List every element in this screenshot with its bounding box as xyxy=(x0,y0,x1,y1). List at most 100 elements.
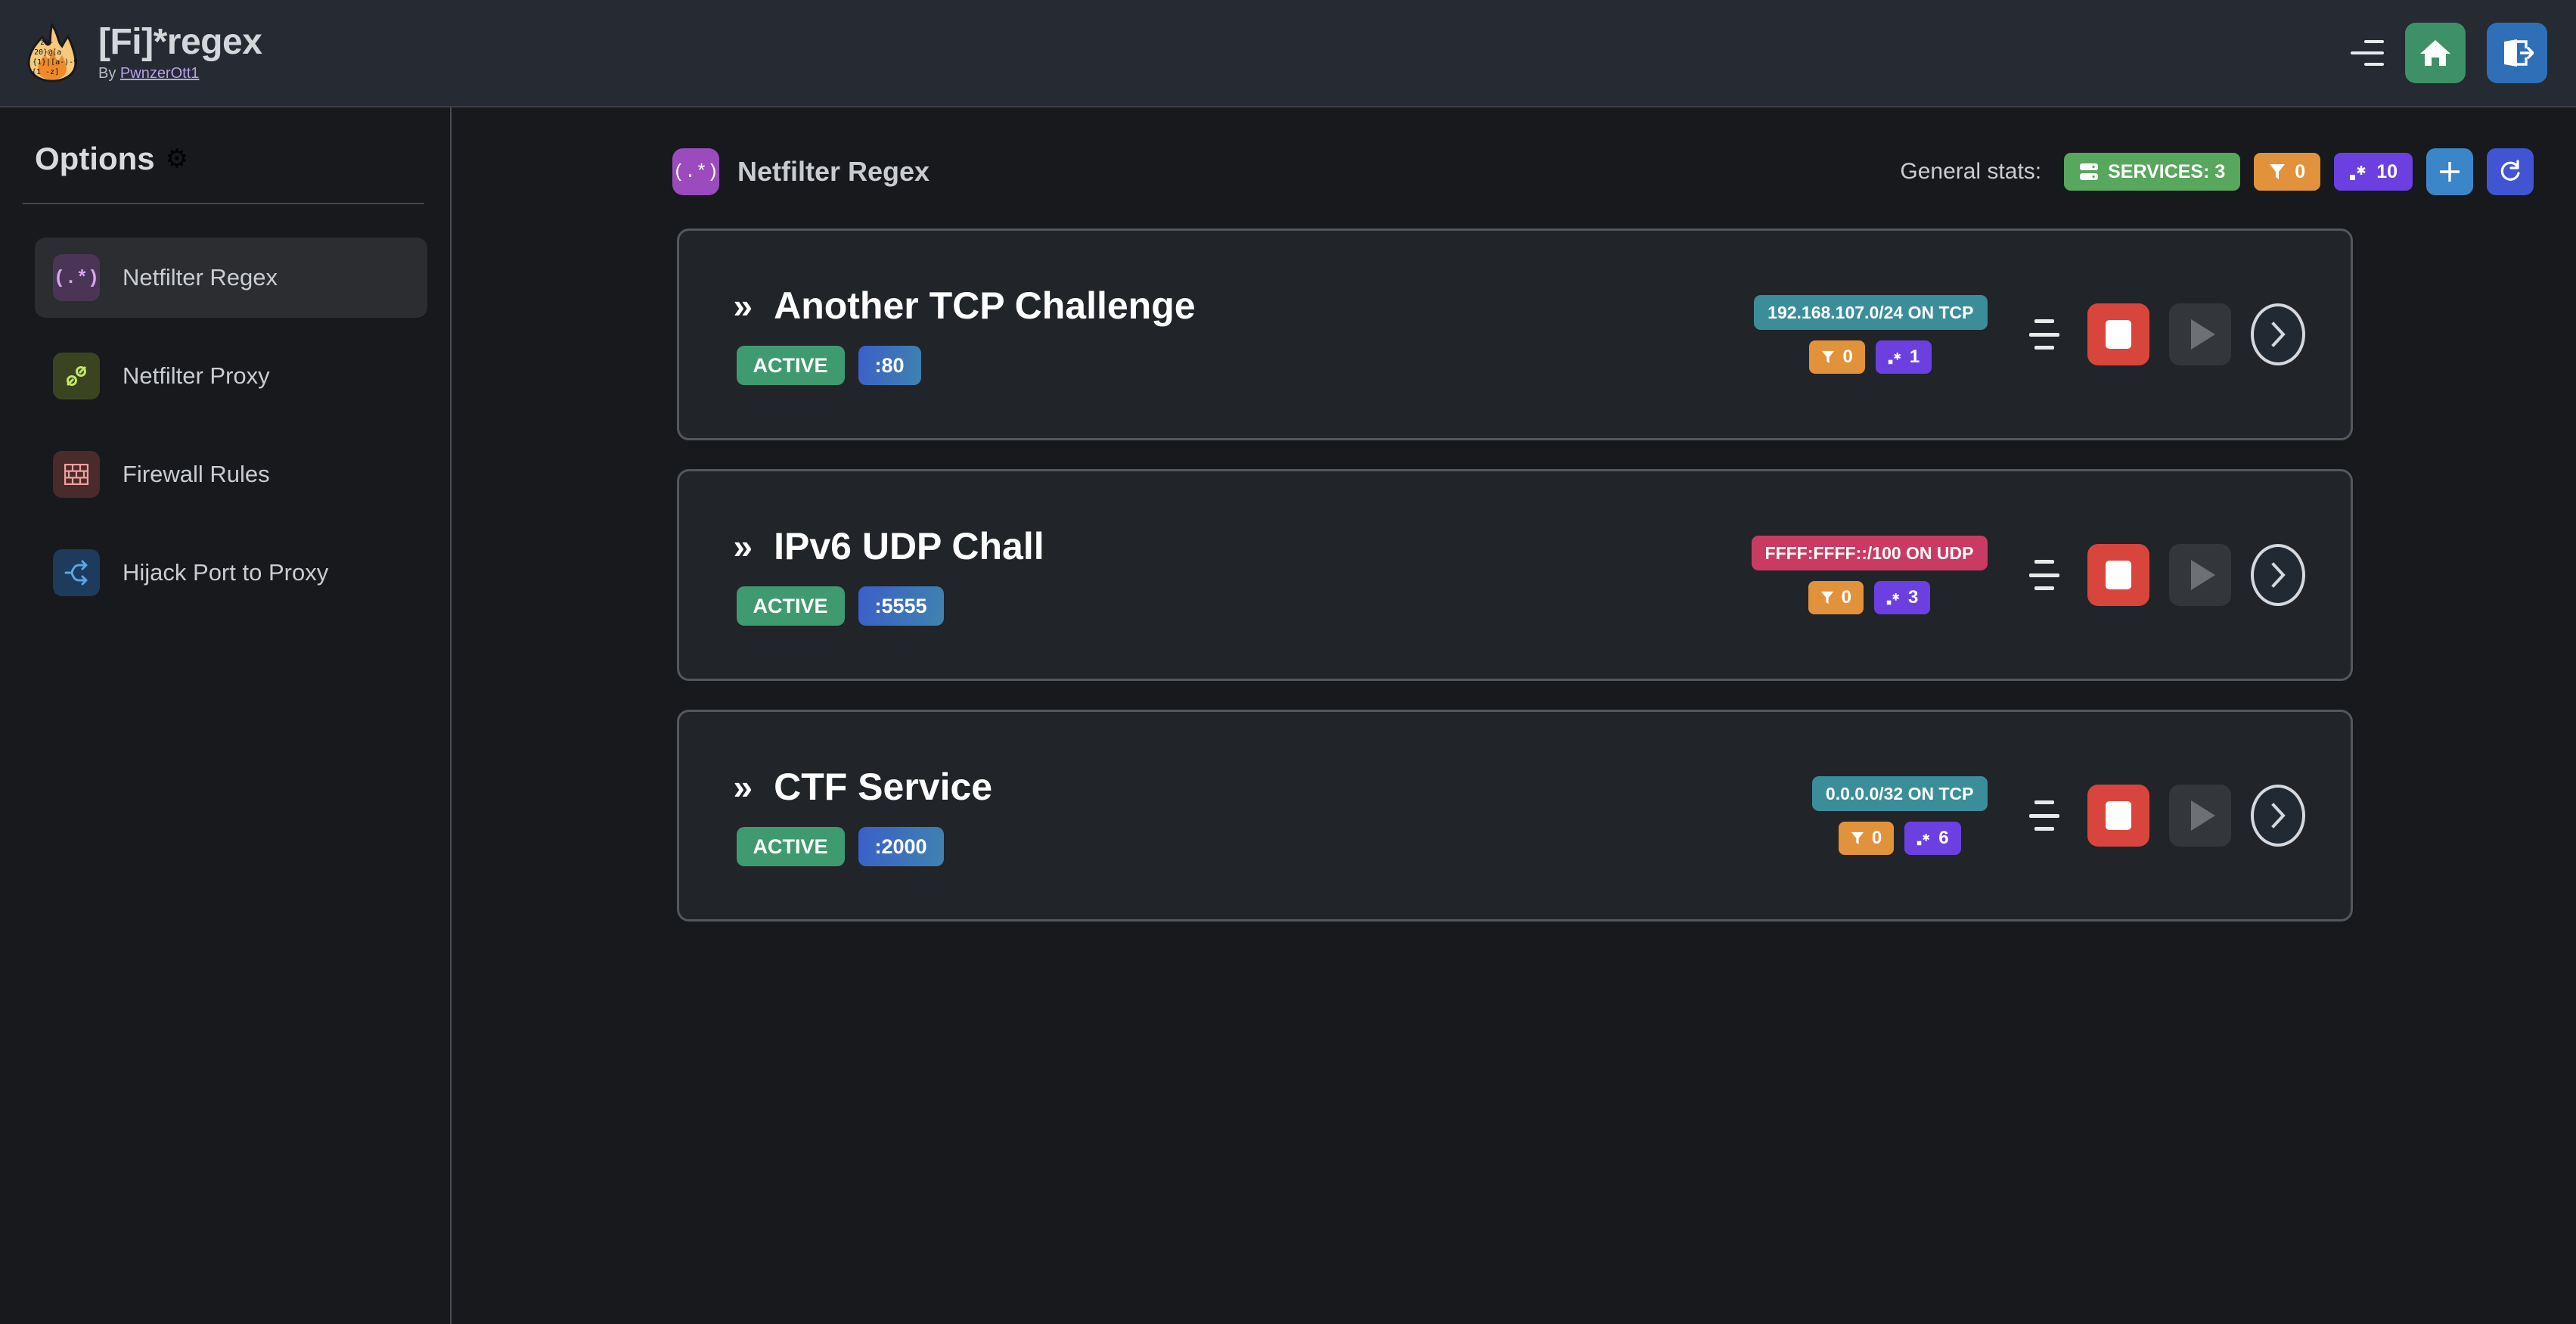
stop-icon xyxy=(2105,801,2131,830)
stop-button[interactable] xyxy=(2087,544,2149,606)
svg-text:20}@[a: 20}@[a xyxy=(34,48,61,57)
author-link[interactable]: PwnzerOtt1 xyxy=(119,64,200,82)
filter-count: 0 xyxy=(1842,347,1853,367)
app-author: By PwnzerOtt1 xyxy=(98,65,262,82)
status-badge: ACTIVE xyxy=(736,827,845,866)
service-title: » CTF Service xyxy=(734,765,993,809)
stop-icon xyxy=(2105,561,2131,589)
filter-count: 0 xyxy=(1871,828,1882,848)
logout-icon xyxy=(2504,39,2534,67)
top-bar: -z0- 20}@[a {1}|[a-)-9] {1 -z] [Fi]*rege… xyxy=(0,0,2576,107)
service-badges: ACTIVE :80 xyxy=(734,346,1196,385)
details-button[interactable] xyxy=(2250,303,2305,365)
service-list: » Another TCP Challenge ACTIVE :80 192.1… xyxy=(453,204,2576,922)
play-icon xyxy=(2190,560,2215,590)
sidebar-item-label: Hijack Port to Proxy xyxy=(123,559,329,586)
service-info: » Another TCP Challenge ACTIVE :80 xyxy=(734,284,1196,385)
filter-count: 0 xyxy=(1841,587,1851,608)
logout-button[interactable] xyxy=(2487,23,2547,83)
play-icon xyxy=(2190,800,2215,831)
filter-count-badge: 0 xyxy=(1809,340,1865,374)
sidebar-item-hijack-port-to-proxy[interactable]: Hijack Port to Proxy xyxy=(35,533,427,613)
service-controls: 192.168.107.0/24 ON TCP 0 1 xyxy=(1754,295,2305,374)
service-network-info: FFFF:FFFF::/100 ON UDP 0 3 xyxy=(1751,536,1988,614)
filter-icon xyxy=(1820,591,1833,605)
filter-icon xyxy=(2270,164,2286,179)
port-badge: :80 xyxy=(858,346,921,385)
play-button[interactable] xyxy=(2168,303,2231,365)
by-prefix: By xyxy=(98,64,120,82)
double-chevron-icon: » xyxy=(733,767,753,807)
stop-button[interactable] xyxy=(2087,303,2149,365)
proxy-icon xyxy=(53,353,100,399)
brand: -z0- 20}@[a {1}|[a-)-9] {1 -z] [Fi]*rege… xyxy=(0,22,262,82)
stop-button[interactable] xyxy=(2087,785,2149,847)
filter-count-badge: 0 xyxy=(1808,581,1864,614)
sidebar-item-netfilter-regex[interactable]: (.*) Netfilter Regex xyxy=(35,238,427,318)
network-badge: FFFF:FFFF::/100 ON UDP xyxy=(1751,536,1988,570)
details-button[interactable] xyxy=(2250,544,2305,606)
chevron-right-icon xyxy=(2270,803,2286,828)
double-chevron-icon: » xyxy=(733,527,753,566)
refresh-button[interactable] xyxy=(2487,148,2534,195)
hamburger-icon[interactable] xyxy=(2351,40,2384,66)
app-title: [Fi]*regex xyxy=(98,22,262,63)
service-name: CTF Service xyxy=(774,766,993,808)
service-counters: 0 3 xyxy=(1808,581,1931,614)
home-button[interactable] xyxy=(2405,23,2466,83)
service-counters: 0 1 xyxy=(1809,340,1932,374)
regex-icon xyxy=(1886,592,1900,605)
stat-filters-label: 0 xyxy=(2295,160,2306,182)
service-network-info: 0.0.0.0/32 ON TCP 0 6 xyxy=(1811,776,1988,855)
sidebar-item-firewall-rules[interactable]: Firewall Rules xyxy=(35,434,427,514)
sort-icon[interactable] xyxy=(2027,560,2062,590)
play-button[interactable] xyxy=(2168,544,2231,606)
service-counters: 0 6 xyxy=(1838,822,1961,855)
regex-count-badge: 1 xyxy=(1875,340,1932,374)
filter-icon xyxy=(1822,350,1835,364)
sort-icon[interactable] xyxy=(2027,800,2062,831)
regex-icon xyxy=(1888,352,1901,364)
port-badge: :2000 xyxy=(858,827,944,866)
sidebar-divider xyxy=(23,203,424,204)
service-badges: ACTIVE :2000 xyxy=(734,827,993,866)
sidebar-item-label: Firewall Rules xyxy=(123,461,270,487)
page-regex-icon: (.*) xyxy=(672,148,719,195)
content-header: (.*) Netfilter Regex General stats: SERV… xyxy=(453,107,2576,204)
stat-regexes-label: 10 xyxy=(2376,160,2398,182)
service-info: » IPv6 UDP Chall ACTIVE :5555 xyxy=(734,524,1044,626)
plus-icon xyxy=(2440,162,2460,182)
service-card[interactable]: » IPv6 UDP Chall ACTIVE :5555 FFFF:FFFF:… xyxy=(676,469,2353,681)
sort-icon[interactable] xyxy=(2027,319,2062,350)
general-stats: General stats: SERVICES: 3 0 xyxy=(1900,148,2534,195)
flame-icon: -z0- 20}@[a {1}|[a-)-9] {1 -z] xyxy=(27,22,82,82)
service-card[interactable]: » CTF Service ACTIVE :2000 0.0.0.0/32 ON… xyxy=(676,710,2353,922)
stat-services-label: SERVICES: 3 xyxy=(2108,160,2226,182)
svg-text:{1}|[a-)-9]: {1}|[a-)-9] xyxy=(33,58,77,67)
service-card[interactable]: » Another TCP Challenge ACTIVE :80 192.1… xyxy=(676,228,2353,440)
regex-count: 1 xyxy=(1909,347,1920,367)
status-badge: ACTIVE xyxy=(736,346,845,385)
sidebar-header: Options ⚙ xyxy=(0,141,450,177)
service-badges: ACTIVE :5555 xyxy=(734,586,1044,626)
gear-icon: ⚙ xyxy=(165,145,189,173)
details-button[interactable] xyxy=(2250,785,2305,847)
regex-count-badge: 6 xyxy=(1904,822,1961,855)
svg-text:{1 -z]: {1 -z] xyxy=(32,68,59,76)
server-icon xyxy=(2080,163,2099,180)
play-icon xyxy=(2190,319,2215,350)
network-badge: 192.168.107.0/24 ON TCP xyxy=(1754,295,1988,330)
service-name: Another TCP Challenge xyxy=(774,284,1196,327)
add-service-button[interactable] xyxy=(2426,148,2473,195)
service-name: IPv6 UDP Chall xyxy=(774,525,1044,567)
sidebar-item-netfilter-proxy[interactable]: Netfilter Proxy xyxy=(35,336,427,416)
service-network-info: 192.168.107.0/24 ON TCP 0 1 xyxy=(1754,295,1988,374)
home-icon xyxy=(2420,40,2450,66)
port-badge: :5555 xyxy=(858,586,944,626)
service-title: » IPv6 UDP Chall xyxy=(734,524,1044,568)
play-button[interactable] xyxy=(2168,785,2231,847)
double-chevron-icon: » xyxy=(733,286,753,325)
sidebar-item-label: Netfilter Regex xyxy=(123,264,278,291)
service-info: » CTF Service ACTIVE :2000 xyxy=(734,765,993,866)
sidebar-title: Options xyxy=(35,141,155,176)
